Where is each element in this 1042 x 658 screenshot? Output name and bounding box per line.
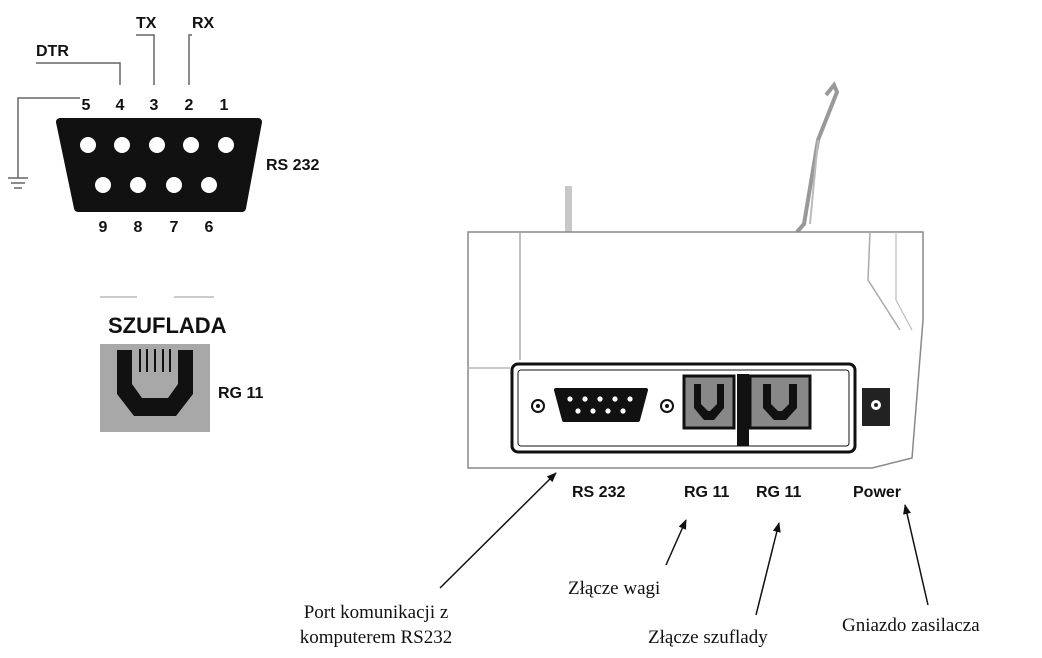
printer-housing — [467, 81, 924, 469]
db9-connector-shell — [56, 118, 262, 212]
printer-rj-jack-drawer — [748, 374, 812, 430]
caption-pc-port-line1: Port komunikacji z — [304, 602, 449, 623]
pin-number: 4 — [116, 97, 125, 114]
tx-wire — [136, 34, 155, 85]
pin-number: 3 — [150, 97, 159, 114]
pin-number: 9 — [99, 219, 108, 236]
arrow-power — [903, 504, 929, 606]
port-label-rg11-drawer: RG 11 — [756, 484, 801, 501]
pin-number: 8 — [134, 219, 143, 236]
signal-label-rx: RX — [192, 15, 215, 32]
rj-jack-contacts — [139, 349, 171, 372]
paper-holder-post — [565, 186, 572, 232]
rx-wire — [188, 34, 192, 85]
dtr-wire — [36, 62, 121, 85]
db9-pin-holes — [80, 137, 234, 193]
port-label-power: Power — [853, 484, 901, 501]
drawer-connector: SZUFLADA RG 11 — [100, 296, 263, 432]
printer-db9-port — [554, 388, 648, 422]
signal-label-dtr: DTR — [36, 43, 69, 60]
port-label-rg11-scale: RG 11 — [684, 484, 729, 501]
signal-label-tx: TX — [136, 15, 157, 32]
caption-pc-port-line2: komputerem RS232 — [300, 627, 453, 648]
printer-rj-jack-scale — [682, 374, 736, 430]
caption-drawer: Złącze szuflady — [648, 627, 768, 648]
ground-icon — [8, 177, 28, 189]
rj-jack-socket-icon — [117, 350, 193, 416]
port-label-rs232: RS 232 — [572, 484, 625, 501]
pin-number: 7 — [170, 219, 179, 236]
pin-number: 1 — [220, 97, 229, 114]
db9-connector-label: RS 232 — [266, 157, 319, 174]
arrow-pc-port — [439, 472, 557, 589]
caption-power: Gniazdo zasilacza — [842, 615, 980, 636]
drawer-connector-label: RG 11 — [218, 385, 263, 402]
pin-number: 5 — [82, 97, 91, 114]
bottom-pin-numbers: 9 8 7 6 — [99, 219, 214, 236]
arrow-drawer — [755, 522, 781, 616]
db9-pinout: DTR TX RX 5 4 3 2 1 RS 232 9 8 7 6 — [8, 15, 319, 236]
pin-number: 6 — [205, 219, 214, 236]
top-pin-numbers: 5 4 3 2 1 — [82, 97, 229, 114]
caption-scale: Złącze wagi — [568, 578, 660, 599]
ground-wire — [17, 97, 80, 178]
drawer-title: SZUFLADA — [108, 313, 227, 338]
paper-guide-wire — [795, 81, 840, 234]
pin-number: 2 — [185, 97, 194, 114]
arrow-scale — [665, 519, 687, 566]
